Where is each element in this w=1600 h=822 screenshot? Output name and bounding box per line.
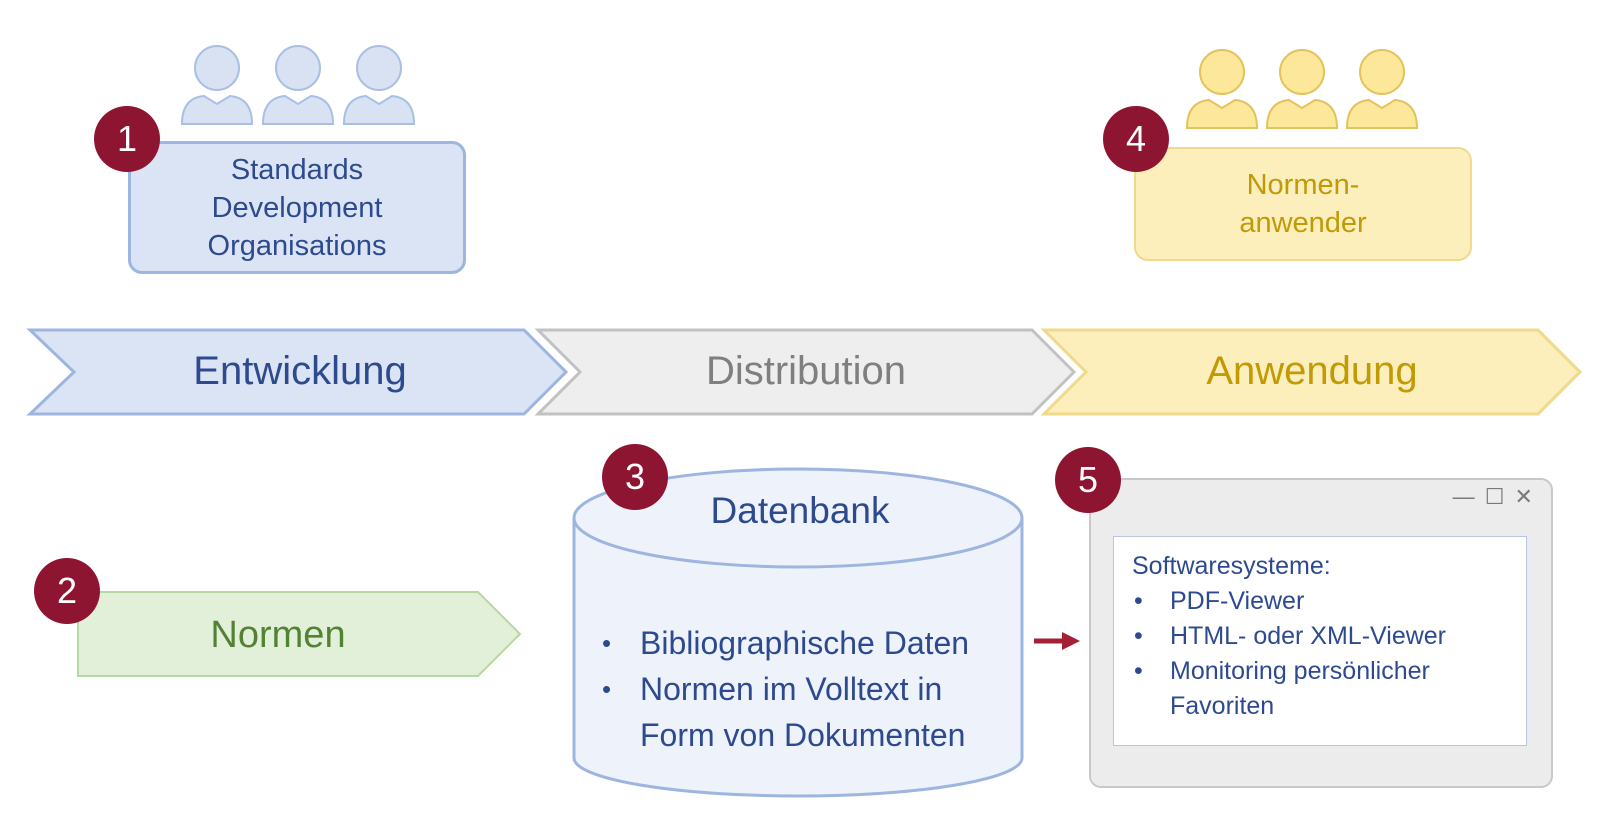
phase-chevron-distribution: [534, 328, 1077, 416]
phase-label-distribution: Distribution: [705, 349, 907, 393]
software-window: — ☐ ✕ Softwaresysteme: PDF-Viewer HTML- …: [1089, 478, 1553, 788]
badge-2: 2: [34, 558, 100, 624]
database-item: Normen im Volltext in Form von Dokumente…: [596, 666, 1016, 758]
badge-5: 5: [1055, 447, 1121, 513]
software-list: PDF-Viewer HTML- oder XML-Viewer Monitor…: [1132, 584, 1508, 724]
users-box: Normen- anwender: [1134, 147, 1472, 261]
database-item: Bibliographische Daten: [596, 620, 1016, 666]
database-list: Bibliographische Daten Normen im Volltex…: [596, 620, 1016, 758]
software-item: Monitoring persönlicher Favoriten: [1132, 654, 1508, 724]
software-item: PDF-Viewer: [1132, 584, 1508, 619]
connector-arrow: [1034, 632, 1080, 650]
software-item: HTML- oder XML-Viewer: [1132, 619, 1508, 654]
users-line-1: Normen-: [1246, 169, 1360, 201]
sdo-line-2: Development: [211, 191, 383, 224]
window-controls-icon: — ☐ ✕: [1452, 484, 1535, 509]
normen-label: Normen: [210, 614, 346, 656]
sdo-line-3: Organisations: [207, 229, 387, 262]
badge-3: 3: [602, 444, 668, 510]
software-panel: Softwaresysteme: PDF-Viewer HTML- oder X…: [1113, 536, 1527, 746]
software-heading: Softwaresysteme:: [1132, 552, 1331, 580]
badge-4: 4: [1103, 106, 1169, 172]
database-title: Datenbank: [710, 490, 890, 531]
phase-chevron-entwicklung: [26, 328, 569, 416]
sdo-people-icon: [180, 45, 416, 125]
phase-label-anwendung: Anwendung: [1206, 349, 1418, 393]
sdo-box: Standards Development Organisations: [128, 141, 466, 274]
users-line-2: anwender: [1239, 207, 1367, 239]
badge-1: 1: [94, 106, 160, 172]
sdo-line-1: Standards: [230, 153, 364, 186]
normen-arrow-shape: [77, 591, 522, 677]
phase-chevron-anwendung: [1040, 328, 1583, 416]
phase-label-entwicklung: Entwicklung: [193, 349, 407, 393]
users-people-icon: [1185, 49, 1419, 129]
